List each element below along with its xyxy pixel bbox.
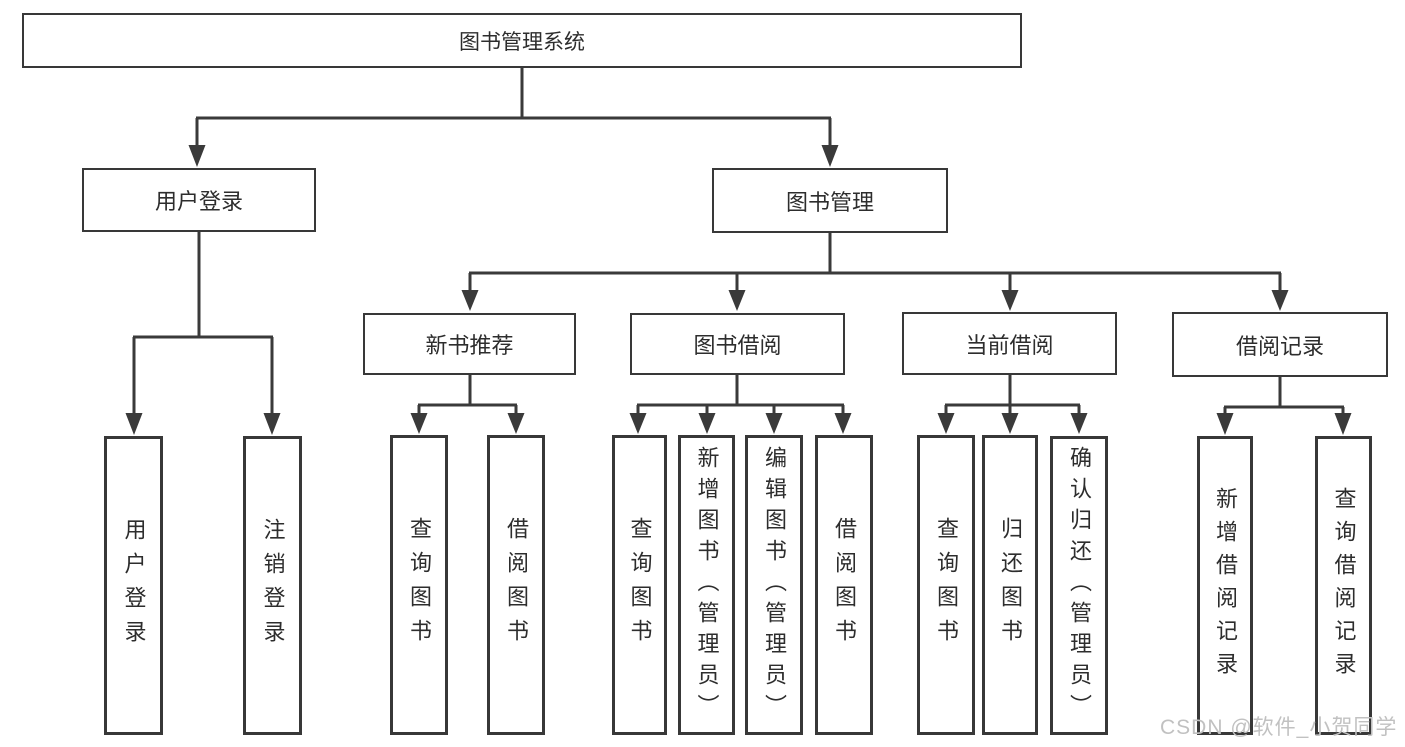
node-leaf-borrow-books-label: 借阅图书 — [832, 517, 857, 653]
node-leaf-return-books: 归还图书 — [982, 435, 1038, 735]
node-root: 图书管理系统 — [22, 13, 1022, 68]
node-leaf-edit-books-admin: 编辑图书（管理员） — [745, 435, 803, 735]
node-book-management-label: 图书管理 — [785, 189, 874, 215]
node-leaf-return-books-label: 归还图书 — [998, 517, 1023, 653]
node-leaf-query-books-borrow: 查询图书 — [612, 435, 667, 735]
node-book-management: 图书管理 — [712, 168, 948, 233]
node-user-login-label: 用户登录 — [154, 189, 243, 214]
node-leaf-confirm-return-admin: 确认归还（管理员） — [1050, 436, 1108, 735]
node-leaf-user-login: 用户登录 — [104, 436, 163, 735]
node-leaf-borrow-books-recommend-label: 借阅图书 — [504, 517, 529, 653]
node-book-borrow: 图书借阅 — [630, 313, 845, 375]
node-leaf-borrow-books-recommend: 借阅图书 — [487, 435, 545, 735]
node-new-book-recommend: 新书推荐 — [363, 313, 576, 375]
node-leaf-query-books-recommend-label: 查询图书 — [407, 517, 432, 653]
node-leaf-query-borrow-record: 查询借阅记录 — [1315, 436, 1372, 735]
node-leaf-logout-label: 注销登录 — [260, 517, 286, 654]
node-leaf-query-books-recommend: 查询图书 — [390, 435, 448, 735]
node-new-book-recommend-label: 新书推荐 — [425, 333, 514, 358]
node-current-borrow-label: 当前借阅 — [965, 332, 1054, 358]
node-leaf-user-login-label: 用户登录 — [121, 517, 147, 654]
node-current-borrow: 当前借阅 — [902, 312, 1117, 375]
node-borrow-record-label: 借阅记录 — [1235, 333, 1324, 359]
node-leaf-edit-books-admin-label: 编辑图书（管理员） — [762, 445, 787, 725]
node-leaf-add-borrow-record: 新增借阅记录 — [1197, 436, 1253, 735]
node-leaf-add-borrow-record-label: 新增借阅记录 — [1213, 486, 1238, 685]
csdn-watermark: CSDN @软件_小贺同学 — [1160, 716, 1398, 739]
node-leaf-query-books-borrow-label: 查询图书 — [627, 517, 653, 653]
node-leaf-confirm-return-admin-label: 确认归还（管理员） — [1067, 446, 1092, 725]
node-leaf-borrow-books: 借阅图书 — [815, 435, 873, 735]
node-root-label: 图书管理系统 — [459, 30, 585, 54]
node-borrow-record: 借阅记录 — [1172, 312, 1388, 377]
node-leaf-query-borrow-record-label: 查询借阅记录 — [1331, 486, 1357, 685]
node-leaf-logout: 注销登录 — [243, 436, 302, 735]
node-leaf-add-books-admin: 新增图书（管理员） — [678, 435, 735, 735]
node-leaf-add-books-admin-label: 新增图书（管理员） — [694, 445, 720, 725]
node-user-login: 用户登录 — [82, 168, 316, 232]
node-book-borrow-label: 图书借阅 — [693, 333, 782, 358]
node-leaf-query-books-current-label: 查询图书 — [934, 517, 959, 653]
node-leaf-query-books-current: 查询图书 — [917, 435, 975, 735]
